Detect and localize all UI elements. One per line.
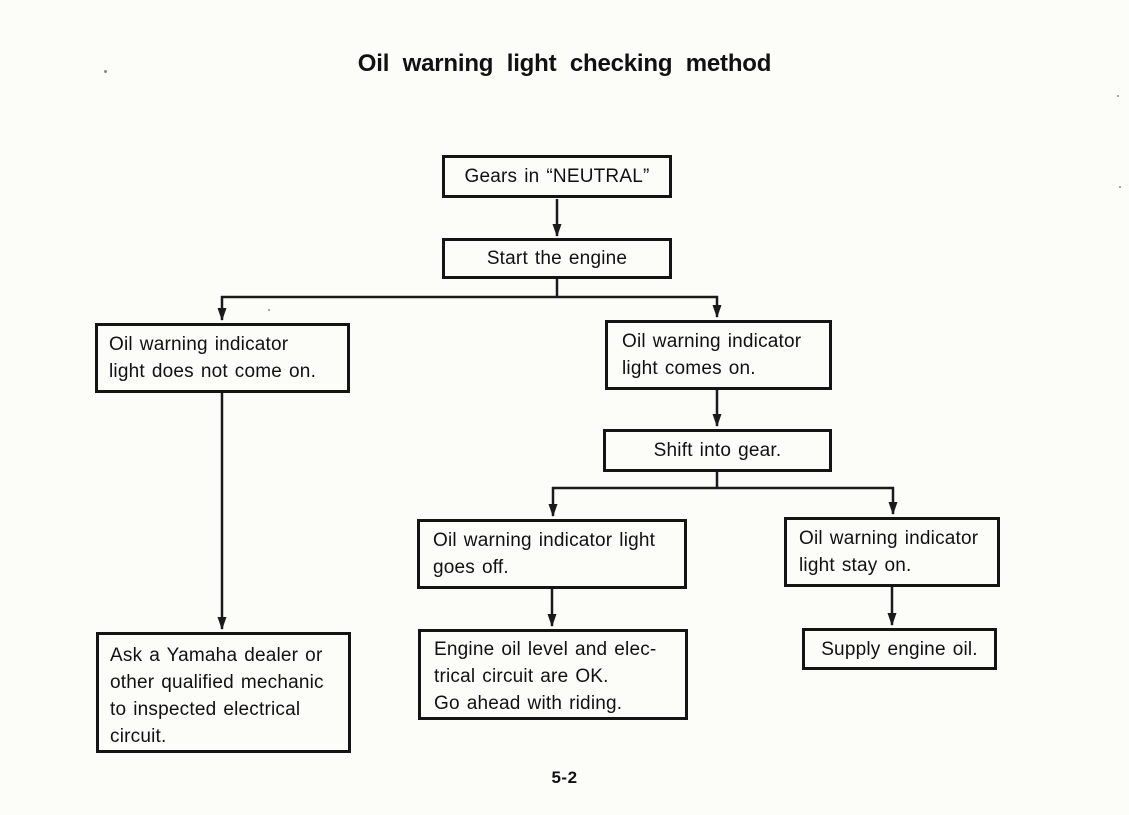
flow-node-light-goes-off: Oil warning indicator light goes off. [417,519,687,589]
flow-node-light-not-on: Oil warning indicator light does not com… [95,323,350,393]
flow-node-circuit-ok: Engine oil level and elec- trical circui… [418,629,688,720]
flow-node-supply-oil: Supply engine oil. [802,628,997,670]
flow-node-shift-into-gear: Shift into gear. [603,429,832,472]
scan-speck [1117,95,1119,97]
page-number: 5-2 [551,768,578,787]
flow-node-ask-dealer: Ask a Yamaha dealer or other qualified m… [96,632,351,753]
flow-node-start-engine: Start the engine [442,238,672,279]
scan-speck [1119,186,1121,188]
flow-node-light-stay-on: Oil warning indicator light stay on. [784,517,1000,587]
scan-speck [268,309,270,311]
scan-speck [104,70,107,73]
flow-node-gears-neutral: Gears in “NEUTRAL” [442,155,672,198]
page-title: Oil warning light checking method [357,50,772,77]
flow-node-light-comes-on: Oil warning indicator light comes on. [605,320,832,390]
